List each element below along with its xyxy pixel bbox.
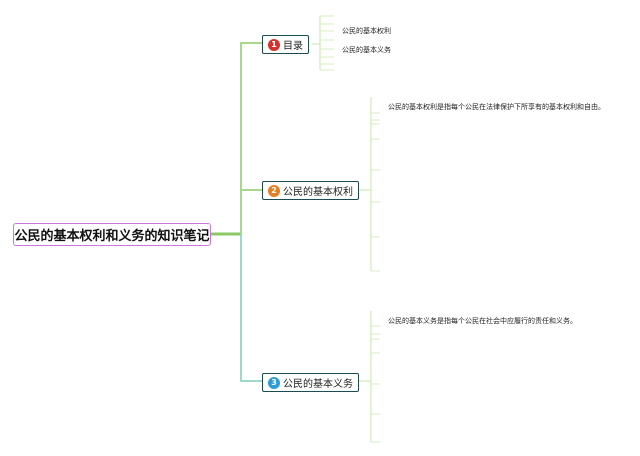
- subtopic-item[interactable]: 公民的基本权利: [342, 27, 391, 35]
- number-badge-3: 3: [268, 376, 280, 389]
- topic-basic-rights[interactable]: 2 公民的基本权利: [262, 181, 359, 200]
- subtopic-item[interactable]: 公民的基本义务: [342, 46, 391, 54]
- topic-contents[interactable]: 1 目录: [262, 35, 309, 54]
- subtopic-item[interactable]: 公民的基本义务是指每个公民在社会中应履行的责任和义务。: [388, 317, 577, 325]
- number-badge-1: 1: [268, 38, 280, 51]
- topic-label: 公民的基本义务: [283, 379, 353, 390]
- root-topic[interactable]: 公民的基本权利和义务的知识笔记: [13, 223, 211, 246]
- number-badge-2: 2: [268, 184, 280, 197]
- subtopic-item[interactable]: 公民的基本权利是指每个公民在法律保护下所享有的基本权利和自由。: [388, 103, 605, 111]
- topic-label: 目录: [283, 41, 303, 52]
- topic-basic-duties[interactable]: 3 公民的基本义务: [262, 373, 359, 392]
- root-title: 公民的基本权利和义务的知识笔记: [14, 229, 210, 244]
- topic-label: 公民的基本权利: [283, 187, 353, 198]
